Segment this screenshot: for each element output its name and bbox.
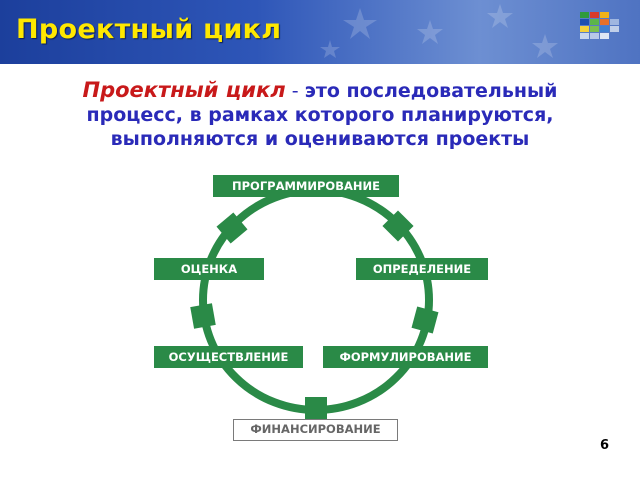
stage-programming: ПРОГРАММИРОВАНИЕ (213, 175, 399, 197)
stage-financing: ФИНАНСИРОВАНИЕ (233, 419, 398, 441)
stage-implementation: ОСУЩЕСТВЛЕНИЕ (154, 346, 303, 368)
definition-dash: - (285, 80, 305, 102)
starry-background (320, 4, 558, 58)
title-banner: Проектный цикл (0, 0, 640, 64)
cycle-connector-1 (216, 212, 248, 244)
stage-evaluation: ОЦЕНКА (154, 258, 264, 280)
stage-formulation: ФОРМУЛИРОВАНИЕ (323, 346, 488, 368)
cycle-connector-2 (382, 210, 414, 242)
page-number: 6 (600, 438, 610, 453)
mosaic-logo-icon (580, 12, 622, 42)
definition-line-2: процесс, в рамках которого планируются, (86, 104, 554, 126)
defined-term: Проектный цикл (82, 78, 286, 102)
definition-line-1: это последовательный (304, 80, 558, 102)
definition-text: Проектный цикл - это последовательный пр… (40, 78, 600, 151)
stage-identification: ОПРЕДЕЛЕНИЕ (356, 258, 488, 280)
cycle-connector-3 (411, 306, 439, 334)
slide-title: Проектный цикл (16, 14, 282, 45)
definition-line-3: выполняются и оцениваются проекты (110, 128, 530, 150)
cycle-connector-4 (305, 397, 327, 419)
cycle-connector-5 (190, 303, 216, 329)
